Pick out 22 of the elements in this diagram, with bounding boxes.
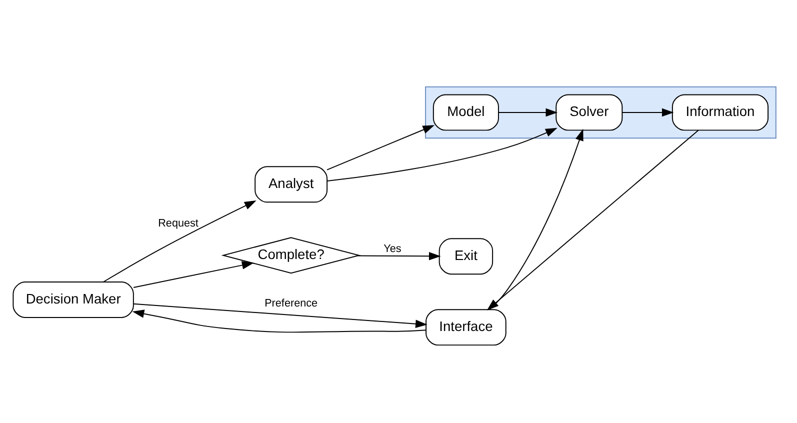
cluster (425, 86, 776, 138)
arrow (622, 108, 674, 116)
arrow (326, 127, 558, 182)
arrow (133, 302, 428, 328)
node-box: Model (432, 94, 499, 130)
arrow (498, 108, 558, 116)
arrow (132, 309, 426, 332)
arrow (326, 124, 435, 170)
arrow (357, 252, 441, 260)
arrow (489, 128, 584, 310)
edge-label: Yes (384, 242, 402, 255)
node-box: Exit (438, 238, 494, 274)
node-box: Analyst (254, 166, 328, 202)
node-diamond: Complete? (221, 236, 361, 274)
node-box: Interface (426, 308, 506, 346)
arrow (133, 260, 254, 288)
edge-label: Preference (264, 296, 318, 309)
edge-label: Request (158, 217, 198, 230)
node-box: Solver (556, 94, 623, 130)
node-box: Information (672, 94, 769, 130)
node-box: Decision Maker (12, 280, 134, 318)
arrow (102, 200, 256, 282)
